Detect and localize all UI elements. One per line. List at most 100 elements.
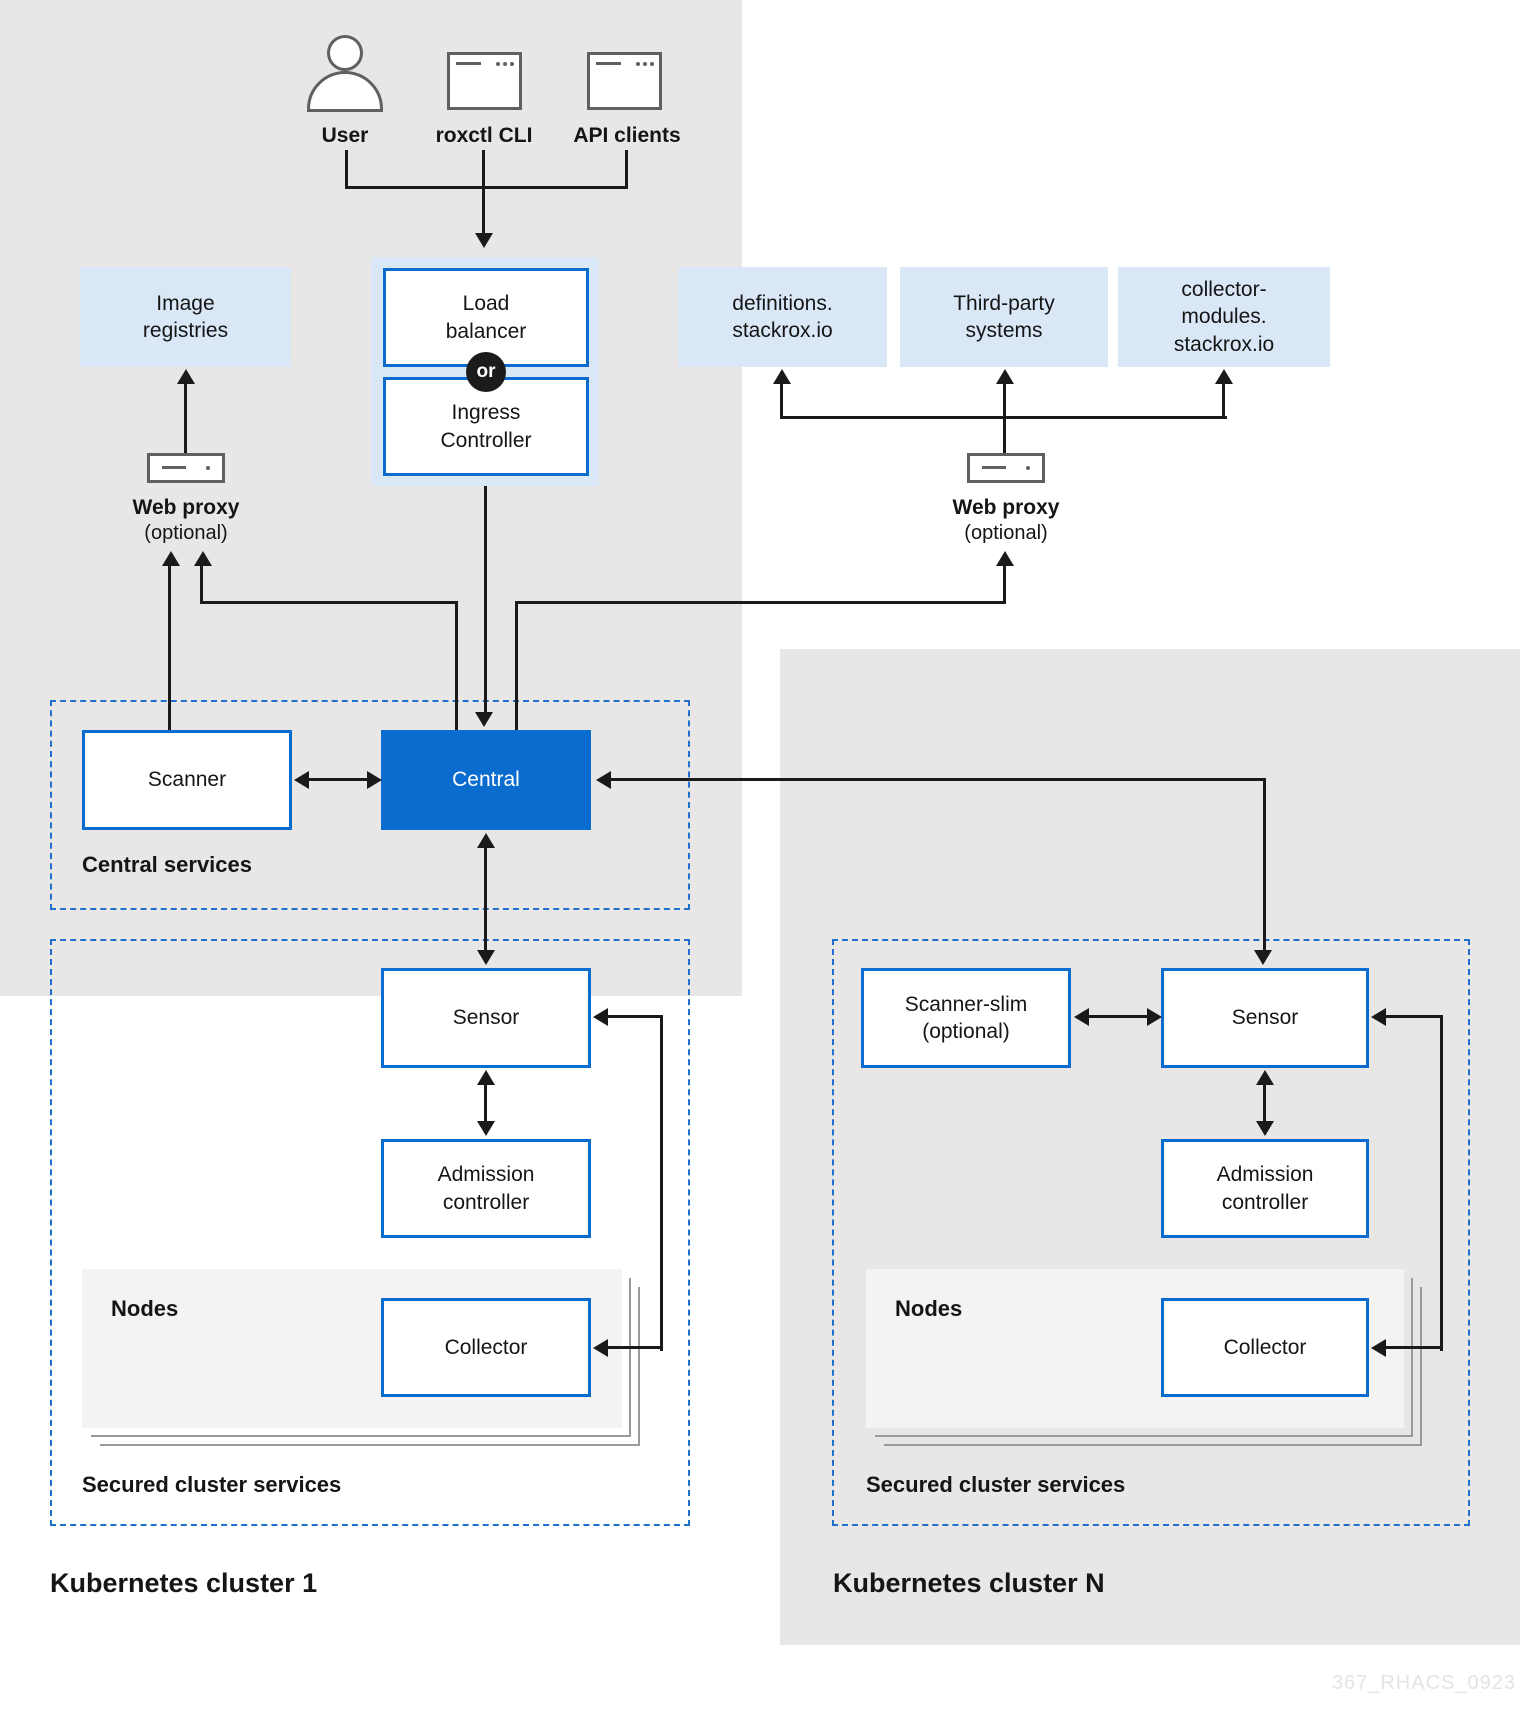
- collector-modules-box: collector- modules. stackrox.io: [1118, 267, 1330, 367]
- sensor-collector-elbow: [1386, 1015, 1443, 1018]
- central-to-right-proxy-line: [515, 601, 1006, 604]
- arrowhead-up-icon: [996, 551, 1014, 566]
- sensor-collector-elbow: [608, 1015, 663, 1018]
- arrowhead-right-icon: [367, 771, 382, 789]
- api-clients-label: API clients: [573, 124, 681, 147]
- arrowhead-up-icon: [773, 369, 791, 384]
- cluster1-sensor-box: Sensor: [381, 968, 591, 1068]
- arrowhead-down-icon: [1256, 1121, 1274, 1136]
- clusterN-nodes-label: Nodes: [895, 1296, 963, 1321]
- proxy-branch-line: [780, 384, 783, 416]
- clusterN-admission-controller-box: Admission controller: [1161, 1139, 1369, 1238]
- arrowhead-left-icon: [593, 1008, 608, 1026]
- diagram-watermark: 367_RHACS_0923: [1331, 1672, 1516, 1694]
- arrowhead-left-icon: [593, 1339, 608, 1357]
- web-proxy-left-label: Web proxy: [132, 496, 240, 519]
- arrowhead-left-icon: [294, 771, 309, 789]
- web-proxy-left-icon: [147, 453, 225, 483]
- proxy-branch-line: [1222, 384, 1225, 416]
- terminal-dots: [496, 62, 500, 66]
- clusterN-background-panel: [780, 649, 1520, 1645]
- central-services-label: Central services: [82, 852, 252, 877]
- scanner-central-line: [309, 778, 369, 781]
- terminal-title-dash: [596, 62, 621, 65]
- arrowhead-up-icon: [1215, 369, 1233, 384]
- clusterN-scanner-slim-box: Scanner-slim (optional): [861, 968, 1071, 1068]
- user-label: User: [321, 124, 369, 147]
- central-box: Central: [381, 730, 591, 830]
- proxy-to-registries-line: [184, 384, 187, 453]
- web-proxy-right-icon: [967, 453, 1045, 483]
- arrowhead-down-icon: [477, 950, 495, 965]
- connector-line: [625, 150, 628, 188]
- arrowhead-up-icon: [194, 551, 212, 566]
- cluster1-title: Kubernetes cluster 1: [50, 1568, 318, 1598]
- arrowhead-left-icon: [1074, 1008, 1089, 1026]
- nodes-stack-echo: [91, 1278, 631, 1437]
- proxy-dash: [162, 466, 186, 469]
- scannerslim-sensor-line: [1089, 1015, 1147, 1018]
- arrowhead-up-icon: [477, 833, 495, 848]
- clusterN-secured-services-label: Secured cluster services: [866, 1472, 1126, 1497]
- cluster1-secured-boundary: [50, 939, 690, 1526]
- sensor-collector-elbow: [1440, 1015, 1443, 1351]
- arrowhead-left-icon: [596, 771, 611, 789]
- api-clients-terminal-icon: [587, 52, 662, 110]
- arrowhead-right-icon: [1147, 1008, 1162, 1026]
- terminal-dots: [636, 62, 640, 66]
- sensor-collector-elbow: [608, 1346, 663, 1349]
- image-registries-box: Image registries: [80, 267, 291, 367]
- arrowhead-up-icon: [1256, 1070, 1274, 1085]
- cluster1-secured-services-label: Secured cluster services: [82, 1472, 342, 1497]
- roxctl-cli-label: roxctl CLI: [435, 124, 533, 147]
- roxctl-terminal-icon: [447, 52, 522, 110]
- sensor-admission-line: [484, 1083, 487, 1123]
- arrowhead-left-icon: [1371, 1008, 1386, 1026]
- arrowhead-left-icon: [1371, 1339, 1386, 1357]
- clusterN-title: Kubernetes cluster N: [833, 1568, 1105, 1598]
- central-sensor-line: [484, 846, 487, 952]
- web-proxy-right-label: Web proxy: [952, 496, 1060, 519]
- proxy-branch-line: [1003, 384, 1006, 453]
- or-badge: or: [466, 352, 506, 392]
- scanner-box: Scanner: [82, 730, 292, 830]
- ingress-controller-box: Ingress Controller: [383, 377, 589, 476]
- nodes-stack-echo: [875, 1278, 1413, 1437]
- web-proxy-right-optional: (optional): [964, 522, 1048, 544]
- central-to-clusterN-line: [1263, 778, 1266, 953]
- lb-to-central-line: [484, 486, 487, 712]
- connector-line: [482, 150, 485, 235]
- sensor-admission-line: [1263, 1083, 1266, 1123]
- central-to-right-proxy-line: [515, 601, 518, 730]
- user-icon-head: [327, 35, 363, 71]
- arrowhead-up-icon: [162, 551, 180, 566]
- cluster1-nodes-label: Nodes: [111, 1296, 179, 1321]
- connector-line: [345, 186, 628, 189]
- central-to-left-proxy-line: [455, 601, 458, 730]
- central-to-clusterN-line: [611, 778, 1266, 781]
- arrowhead-up-icon: [177, 369, 195, 384]
- arrowhead-down-icon: [1254, 950, 1272, 965]
- arrowhead-down-icon: [475, 233, 493, 248]
- nodes-stack-echo: [100, 1287, 640, 1446]
- third-party-systems-box: Third-party systems: [900, 267, 1108, 367]
- arrowhead-down-icon: [475, 712, 493, 727]
- connector-line: [345, 150, 348, 188]
- sensor-collector-elbow: [1386, 1346, 1443, 1349]
- central-to-right-proxy-line: [1003, 566, 1006, 604]
- web-proxy-left-optional: (optional): [144, 522, 228, 544]
- arrowhead-up-icon: [477, 1070, 495, 1085]
- cluster1-background-panel: [0, 0, 742, 996]
- arrowhead-up-icon: [996, 369, 1014, 384]
- nodes-stack-echo: [884, 1287, 1422, 1446]
- user-icon-body: [307, 71, 383, 112]
- clusterN-collector-box: Collector: [1161, 1298, 1369, 1397]
- proxy-dash: [982, 466, 1006, 469]
- user-icon: [307, 35, 383, 113]
- proxy-dot: [206, 466, 210, 470]
- cluster1-collector-box: Collector: [381, 1298, 591, 1397]
- clusterN-secured-boundary: [832, 939, 1470, 1526]
- central-services-boundary: [50, 700, 690, 910]
- arrowhead-down-icon: [477, 1121, 495, 1136]
